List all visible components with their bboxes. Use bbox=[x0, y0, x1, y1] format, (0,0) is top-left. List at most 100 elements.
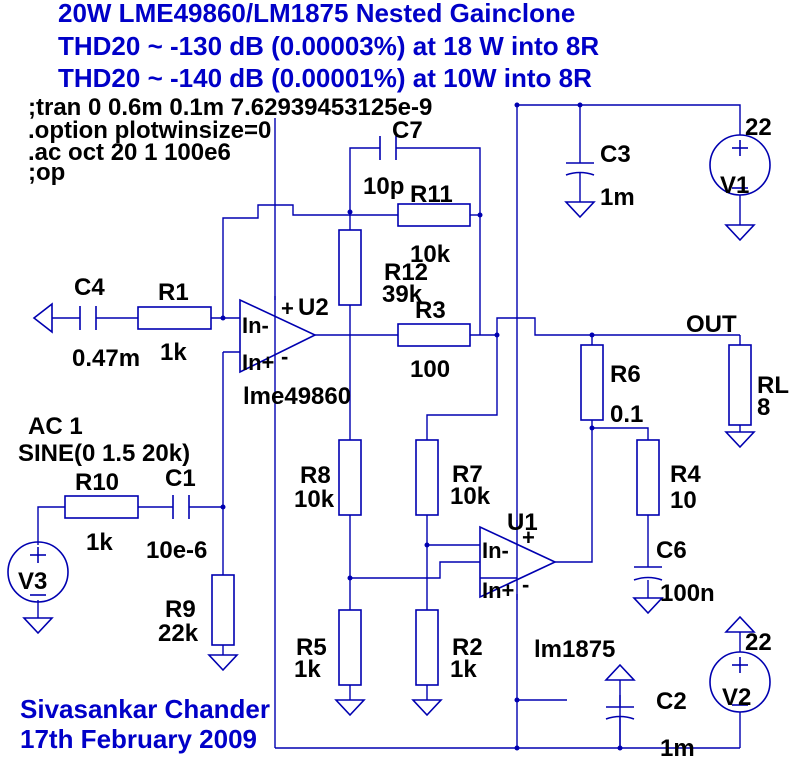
resistor-r7 bbox=[415, 439, 439, 516]
label-v2-value: 22 bbox=[745, 629, 772, 656]
label-v1-value: 22 bbox=[745, 114, 772, 141]
ground-rl bbox=[724, 431, 756, 449]
label-c7-value: 10p bbox=[363, 173, 404, 200]
resistor-r2 bbox=[415, 609, 439, 686]
label-v3-name: V3 bbox=[18, 568, 47, 595]
label-c4-name: C4 bbox=[74, 274, 105, 301]
label-r11-name: R11 bbox=[410, 181, 453, 208]
ground-c4 bbox=[32, 302, 53, 334]
resistor-r3 bbox=[397, 323, 471, 347]
capacitor-c7 bbox=[379, 136, 397, 160]
label-r1-name: R1 bbox=[158, 279, 189, 306]
ground-v3 bbox=[22, 617, 54, 635]
label-r11-value: 10k bbox=[410, 241, 451, 268]
label-v2-name: V2 bbox=[722, 684, 751, 711]
label-u1-model: lm1875 bbox=[534, 636, 615, 663]
header-line-1: 20W LME49860/LM1875 Nested Gainclone bbox=[58, 0, 575, 28]
wire-v3-r10 bbox=[37, 506, 65, 545]
directive-tran: ;tran 0 0.6m 0.1m 7.62939453125e-9 bbox=[28, 94, 432, 121]
wire-r3-out bbox=[470, 317, 740, 336]
label-r4-value: 10 bbox=[670, 487, 697, 514]
header-line-3: THD20 ~ -140 dB (0.00001%) at 10W into 8… bbox=[58, 63, 592, 93]
wire-c7-left bbox=[349, 147, 380, 212]
label-v3-ac: AC 1 bbox=[28, 413, 83, 440]
ground-r9 bbox=[207, 654, 239, 672]
wire-u1-inp bbox=[350, 561, 480, 579]
label-r2-name: R2 bbox=[452, 634, 483, 661]
label-rl-value: 8 bbox=[757, 394, 770, 421]
label-r3-value: 100 bbox=[410, 356, 450, 383]
label-r9-name: R9 bbox=[165, 596, 196, 623]
resistor-r6 bbox=[580, 344, 604, 421]
label-r9-value: 22k bbox=[158, 620, 199, 647]
label-r2-value: 1k bbox=[450, 656, 477, 683]
label-c6-value: 100n bbox=[660, 580, 715, 607]
wire-top-rail bbox=[517, 104, 741, 135]
u2-pin-in-minus: In- bbox=[242, 313, 269, 338]
capacitor-c4 bbox=[79, 306, 97, 330]
capacitor-c1 bbox=[172, 495, 190, 519]
author-date: 17th February 2009 bbox=[20, 724, 257, 754]
resistor-r4 bbox=[636, 439, 660, 516]
label-r7-name: R7 bbox=[452, 461, 483, 488]
ground-v2 bbox=[724, 615, 756, 633]
resistor-r9 bbox=[211, 574, 235, 646]
label-c7-name: C7 bbox=[392, 117, 423, 144]
wire-r7-top bbox=[426, 335, 498, 440]
label-c4-value: 0.47m bbox=[72, 345, 140, 372]
label-r10-value: 1k bbox=[86, 529, 113, 556]
ground-r2 bbox=[411, 699, 443, 717]
wire-c7-right bbox=[396, 147, 481, 335]
label-r5-value: 1k bbox=[294, 656, 321, 683]
ground-r5 bbox=[334, 699, 366, 717]
voltage-source-v1 bbox=[709, 134, 771, 225]
label-r12-value: 39k bbox=[382, 281, 423, 308]
label-c3-value: 1m bbox=[600, 184, 635, 211]
label-rl-name: RL bbox=[757, 372, 789, 399]
ground-c3 bbox=[564, 201, 596, 219]
label-u2-name: U2 bbox=[298, 294, 329, 321]
label-v1-name: V1 bbox=[720, 172, 749, 199]
label-r6-value: 0.1 bbox=[610, 401, 643, 428]
label-r8-name: R8 bbox=[300, 462, 331, 489]
resistor-r11 bbox=[397, 203, 471, 227]
wires bbox=[37, 104, 741, 749]
resistor-r1 bbox=[137, 306, 212, 330]
u2-pin-vplus: + bbox=[281, 296, 294, 321]
resistor-r12 bbox=[338, 229, 362, 306]
label-r4-name: R4 bbox=[670, 461, 701, 488]
ground-symbols bbox=[22, 201, 756, 717]
opamp-u2 bbox=[239, 298, 317, 374]
capacitors bbox=[79, 136, 663, 748]
header-line-2: THD20 ~ -130 dB (0.00003%) at 18 W into … bbox=[58, 31, 599, 61]
label-u1-name: U1 bbox=[507, 509, 538, 536]
label-c1-value: 10e-6 bbox=[146, 537, 207, 564]
directive-op: ;op bbox=[28, 159, 65, 186]
ground-v1 bbox=[724, 224, 756, 242]
label-r1-value: 1k bbox=[160, 339, 187, 366]
ground-c6 bbox=[632, 597, 664, 615]
author-name: Sivasankar Chander bbox=[20, 694, 270, 724]
label-r5-name: R5 bbox=[296, 634, 327, 661]
label-r3-name: R3 bbox=[415, 297, 446, 324]
opamp-u1 bbox=[479, 525, 557, 599]
voltage-source-v2 bbox=[709, 632, 771, 713]
u2-pin-in-plus: In+ bbox=[242, 350, 274, 375]
resistor-rl bbox=[728, 344, 752, 426]
u1-pin-in-minus: In- bbox=[482, 538, 509, 563]
ground-c2 bbox=[604, 663, 636, 681]
u1-pin-vminus: - bbox=[522, 572, 529, 597]
label-r10-name: R10 bbox=[75, 469, 119, 496]
label-c3-name: C3 bbox=[600, 141, 631, 168]
label-c1-name: C1 bbox=[165, 465, 196, 492]
label-c2-name: C2 bbox=[656, 688, 687, 715]
label-r12-name: R12 bbox=[384, 259, 428, 286]
capacitor-c6 bbox=[633, 566, 663, 581]
u2-pin-vminus: - bbox=[281, 344, 288, 369]
resistor-r10 bbox=[64, 495, 139, 519]
u1-pin-vplus: + bbox=[522, 525, 535, 550]
wire-r4-top bbox=[592, 427, 649, 440]
wire-r7-bottom bbox=[426, 515, 480, 546]
